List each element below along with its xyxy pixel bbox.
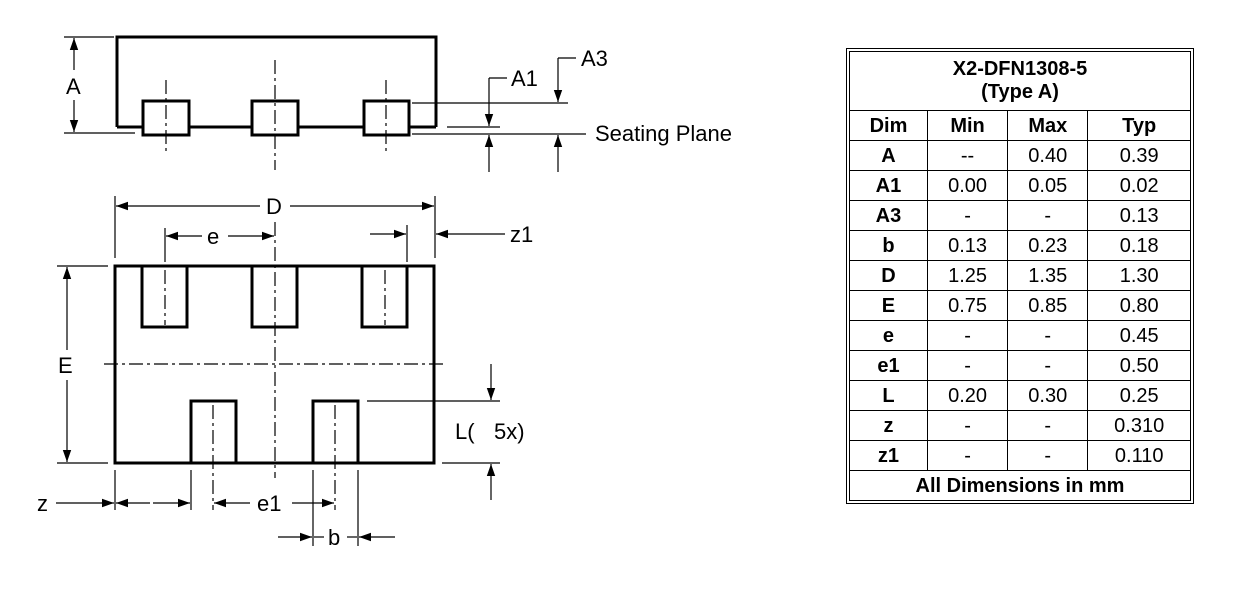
header-max: Max xyxy=(1007,110,1089,141)
cell-max: - xyxy=(1007,350,1089,381)
cell-min: - xyxy=(926,410,1009,441)
cell-max: - xyxy=(1007,320,1089,351)
cell-typ: 0.02 xyxy=(1087,170,1191,201)
dim-a-label: A xyxy=(66,74,81,99)
cell-typ: 0.13 xyxy=(1087,200,1191,231)
package-outline-drawing: A A1 A3 Seating Plane xyxy=(37,35,732,550)
cell-dim: e1 xyxy=(849,350,928,381)
dim-e-label: e xyxy=(207,224,219,249)
cell-typ: 0.25 xyxy=(1087,380,1191,411)
bottom-view-center-lines xyxy=(104,222,446,510)
cell-max: 0.40 xyxy=(1007,140,1089,171)
table-title-line2: (Type A) xyxy=(981,81,1059,103)
cell-typ: 0.50 xyxy=(1087,350,1191,381)
cell-dim: D xyxy=(849,260,928,291)
table-row: e1--0.50 xyxy=(849,350,1191,381)
cell-min: 0.75 xyxy=(926,290,1009,321)
table-row: A3--0.13 xyxy=(849,200,1191,231)
table-row: z1--0.110 xyxy=(849,440,1191,471)
cell-min: 1.25 xyxy=(926,260,1009,291)
header-typ: Typ xyxy=(1087,110,1191,141)
bottom-view xyxy=(56,196,505,546)
side-view xyxy=(64,35,586,172)
dim-z1-label: z1 xyxy=(510,222,533,247)
dim-l-label: L( xyxy=(455,419,475,444)
cell-typ: 0.45 xyxy=(1087,320,1191,351)
cell-min: - xyxy=(926,350,1009,381)
dimension-table-frame: X2-DFN1308-5 (Type A) Dim Min Max Typ A-… xyxy=(846,48,1194,504)
table-row: z--0.310 xyxy=(849,410,1191,441)
cell-dim: E xyxy=(849,290,928,321)
cell-dim: L xyxy=(849,380,928,411)
cell-min: - xyxy=(926,440,1009,471)
cell-typ: 0.110 xyxy=(1087,440,1191,471)
cell-typ: 0.39 xyxy=(1087,140,1191,171)
cell-max: 0.05 xyxy=(1007,170,1089,201)
cell-min: -- xyxy=(926,140,1009,171)
cell-dim: z1 xyxy=(849,440,928,471)
dim-a1-label: A1 xyxy=(511,66,538,91)
cell-min: - xyxy=(926,320,1009,351)
cell-dim: b xyxy=(849,230,928,261)
cell-max: 0.85 xyxy=(1007,290,1089,321)
header-min: Min xyxy=(926,110,1009,141)
header-dim: Dim xyxy=(849,110,928,141)
cell-min: 0.20 xyxy=(926,380,1009,411)
dimension-table: X2-DFN1308-5 (Type A) Dim Min Max Typ A-… xyxy=(849,51,1191,501)
cell-max: 1.35 xyxy=(1007,260,1089,291)
cell-dim: A3 xyxy=(849,200,928,231)
dim-z-label: z xyxy=(37,491,48,516)
bottom-view-pad-top xyxy=(140,264,189,329)
cell-max: - xyxy=(1007,410,1089,441)
seating-plane-label: Seating Plane xyxy=(595,121,732,146)
cell-dim: A xyxy=(849,140,928,171)
cell-max: - xyxy=(1007,440,1089,471)
cell-typ: 1.30 xyxy=(1087,260,1191,291)
cell-max: 0.30 xyxy=(1007,380,1089,411)
table-header-row: Dim Min Max Typ xyxy=(849,110,1191,141)
dim-E-label: E xyxy=(58,353,73,378)
cell-max: - xyxy=(1007,200,1089,231)
table-footer: All Dimensions in mm xyxy=(849,470,1191,501)
dim-l-count-label: 5x) xyxy=(494,419,525,444)
cell-min: 0.00 xyxy=(926,170,1009,201)
table-row: e--0.45 xyxy=(849,320,1191,351)
table-title: X2-DFN1308-5 (Type A) xyxy=(849,51,1191,111)
bottom-view-pad-top xyxy=(360,264,409,329)
cell-dim: e xyxy=(849,320,928,351)
cell-dim: z xyxy=(849,410,928,441)
cell-typ: 0.18 xyxy=(1087,230,1191,261)
side-view-body xyxy=(115,35,438,127)
table-title-line1: X2-DFN1308-5 xyxy=(952,58,1088,80)
table-title-row: X2-DFN1308-5 (Type A) xyxy=(849,51,1191,111)
cell-typ: 0.80 xyxy=(1087,290,1191,321)
cell-dim: A1 xyxy=(849,170,928,201)
cell-min: 0.13 xyxy=(926,230,1009,261)
cell-typ: 0.310 xyxy=(1087,410,1191,441)
dim-b-label: b xyxy=(328,525,340,550)
dim-e1-label: e1 xyxy=(257,491,281,516)
dim-a3-label: A3 xyxy=(581,46,608,71)
table-footer-row: All Dimensions in mm xyxy=(849,470,1191,501)
cell-min: - xyxy=(926,200,1009,231)
side-view-center-lines xyxy=(165,60,387,170)
cell-max: 0.23 xyxy=(1007,230,1089,261)
dim-d-label: D xyxy=(266,194,282,219)
